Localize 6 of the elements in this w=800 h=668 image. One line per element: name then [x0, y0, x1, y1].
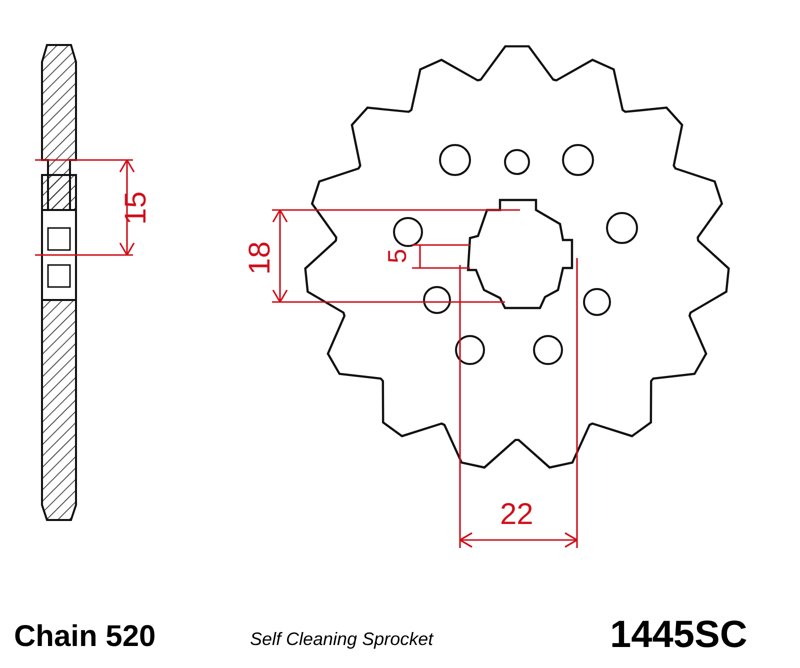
chain-size-label: Chain 520 — [14, 622, 156, 652]
dimension-label: 18 — [246, 241, 276, 275]
dimension-label: 22 — [500, 500, 534, 530]
sprocket-type-label: Self Cleaning Sprocket — [250, 630, 434, 648]
dimension-label: 5 — [384, 248, 410, 264]
part-number-label: 1445SC — [610, 616, 748, 654]
